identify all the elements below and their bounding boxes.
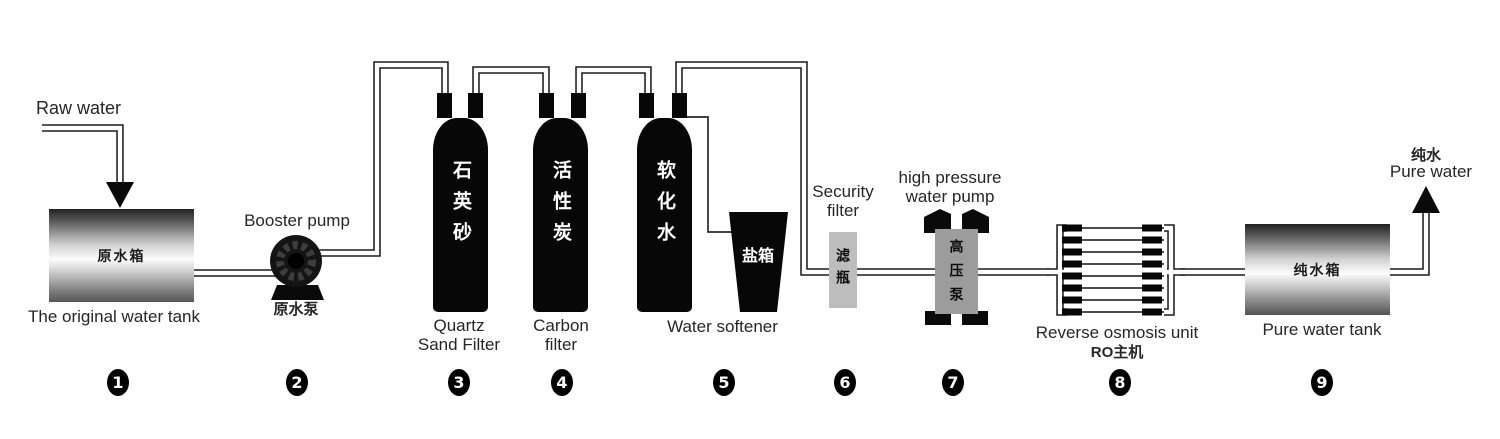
water-softener-tank: 软化水 — [637, 118, 692, 312]
carbon-filter-right-valve — [571, 93, 586, 118]
raw-water-arrow-icon — [106, 182, 134, 208]
pure-water-out-label: Pure water — [1389, 162, 1473, 181]
ro-unit-icon — [1046, 221, 1186, 319]
security-filter-cn-label: 滤瓶 — [835, 248, 851, 292]
quartz-sand-filter-cn-label: 石英砂 — [450, 160, 471, 253]
salt-feed-line — [687, 116, 736, 233]
water-softener-right-valve — [672, 93, 687, 118]
step-badge-8: 8 — [1109, 369, 1131, 396]
step-badge-3: 3 — [448, 369, 470, 396]
ro-membrane-caps — [1062, 224, 1162, 316]
high-pressure-pump-label: high pressure water pump — [898, 168, 1002, 206]
carbon-filter-cn-label: 活性炭 — [550, 160, 571, 253]
step-badge-9: 9 — [1311, 369, 1333, 396]
security-filter-box: 滤瓶 — [829, 232, 857, 308]
ro-unit-cn-label: RO主机 — [1090, 344, 1144, 361]
quartz-sand-filter-label: Quartz Sand Filter — [417, 316, 501, 354]
high-pressure-pump-cn-label: 高压泵 — [948, 239, 965, 311]
step-badge-5: 5 — [713, 369, 735, 396]
pure-water-out-cn-label: 纯水 — [1410, 147, 1441, 164]
booster-pump-label: Booster pump — [244, 211, 350, 230]
pure-water-tank: 纯水箱 — [1245, 224, 1390, 315]
step-badge-2: 2 — [286, 369, 308, 396]
quartz-sand-filter-tank: 石英砂 — [433, 118, 488, 312]
quartz-filter-right-valve — [468, 93, 483, 118]
raw-water-label: Raw water — [36, 98, 122, 118]
ro-unit-label: Reverse osmosis unit — [1035, 323, 1199, 342]
booster-pump-cn-label: 原水泵 — [273, 301, 319, 318]
step-badge-6: 6 — [834, 369, 856, 396]
step-badge-4: 4 — [551, 369, 573, 396]
salt-tank-cn-label: 盐箱 — [741, 248, 774, 265]
water-softener-left-valve — [639, 93, 654, 118]
carbon-filter-tank: 活性炭 — [533, 118, 588, 312]
step-badge-1: 1 — [107, 369, 129, 396]
security-filter-label: Security filter — [812, 182, 874, 220]
water-softener-cn-label: 软化水 — [654, 160, 675, 253]
quartz-filter-left-valve — [437, 93, 452, 118]
hp-pump-fittings — [924, 209, 989, 325]
pure-water-arrow-icon — [1412, 186, 1440, 213]
pure-water-tank-label: Pure water tank — [1262, 320, 1382, 339]
original-water-tank-label: The original water tank — [28, 307, 200, 326]
high-pressure-pump-box: 高压泵 — [935, 229, 978, 314]
salt-tank-shape — [729, 212, 788, 312]
pure-water-tank-cn-label: 纯水箱 — [1293, 261, 1342, 278]
original-water-tank: 原水箱 — [49, 209, 194, 302]
carbon-filter-left-valve — [539, 93, 554, 118]
booster-pump-icon — [270, 235, 324, 300]
carbon-filter-label: Carbon filter — [533, 316, 589, 354]
step-badge-7: 7 — [942, 369, 964, 396]
original-water-tank-cn-label: 原水箱 — [97, 247, 146, 264]
water-softener-label: Water softener — [667, 317, 778, 336]
